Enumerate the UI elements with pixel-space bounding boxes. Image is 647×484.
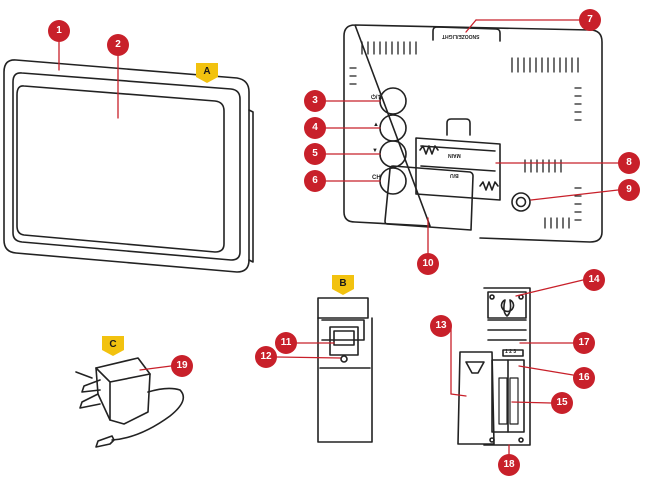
callout-1: 1 [48, 20, 70, 42]
callout-10: 10 [417, 253, 439, 275]
callout-9: 9 [618, 179, 640, 201]
callout-12: 12 [255, 346, 277, 368]
rear-unit [343, 24, 603, 243]
sensor-front [317, 297, 373, 443]
battery-main-mark: MAIN [448, 152, 461, 158]
callout-19: 19 [171, 355, 193, 377]
channel-switch-mark: 1 2 3 [505, 349, 517, 355]
callout-11: 11 [275, 332, 297, 354]
channel-mark: CH [372, 175, 381, 181]
snooze-light-mark: SNOOZE/LIGHT [442, 33, 480, 39]
sensor-rear [457, 287, 531, 446]
callout-6: 6 [304, 170, 326, 192]
leader-lines [58, 19, 619, 466]
callout-17: 17 [573, 332, 595, 354]
callout-2: 2 [107, 34, 129, 56]
display-unit [3, 59, 254, 273]
callout-8: 8 [618, 152, 640, 174]
callout-3: 3 [304, 90, 326, 112]
tag-a: A [196, 63, 218, 83]
power-updown-mark: ⏻/⇅ [371, 95, 383, 101]
tag-b: B [332, 275, 354, 295]
callout-18: 18 [498, 454, 520, 476]
power-adapter [75, 357, 185, 448]
up-arrow-mark: ▲ [373, 122, 379, 128]
callout-15: 15 [551, 392, 573, 414]
callout-7: 7 [579, 9, 601, 31]
callout-5: 5 [304, 143, 326, 165]
callout-13: 13 [430, 315, 452, 337]
down-arrow-mark: ▼ [372, 148, 378, 154]
callout-14: 14 [583, 269, 605, 291]
callout-4: 4 [304, 117, 326, 139]
battery-backup-mark: B/U [450, 172, 459, 178]
callout-16: 16 [573, 367, 595, 389]
tag-c: C [102, 336, 124, 356]
